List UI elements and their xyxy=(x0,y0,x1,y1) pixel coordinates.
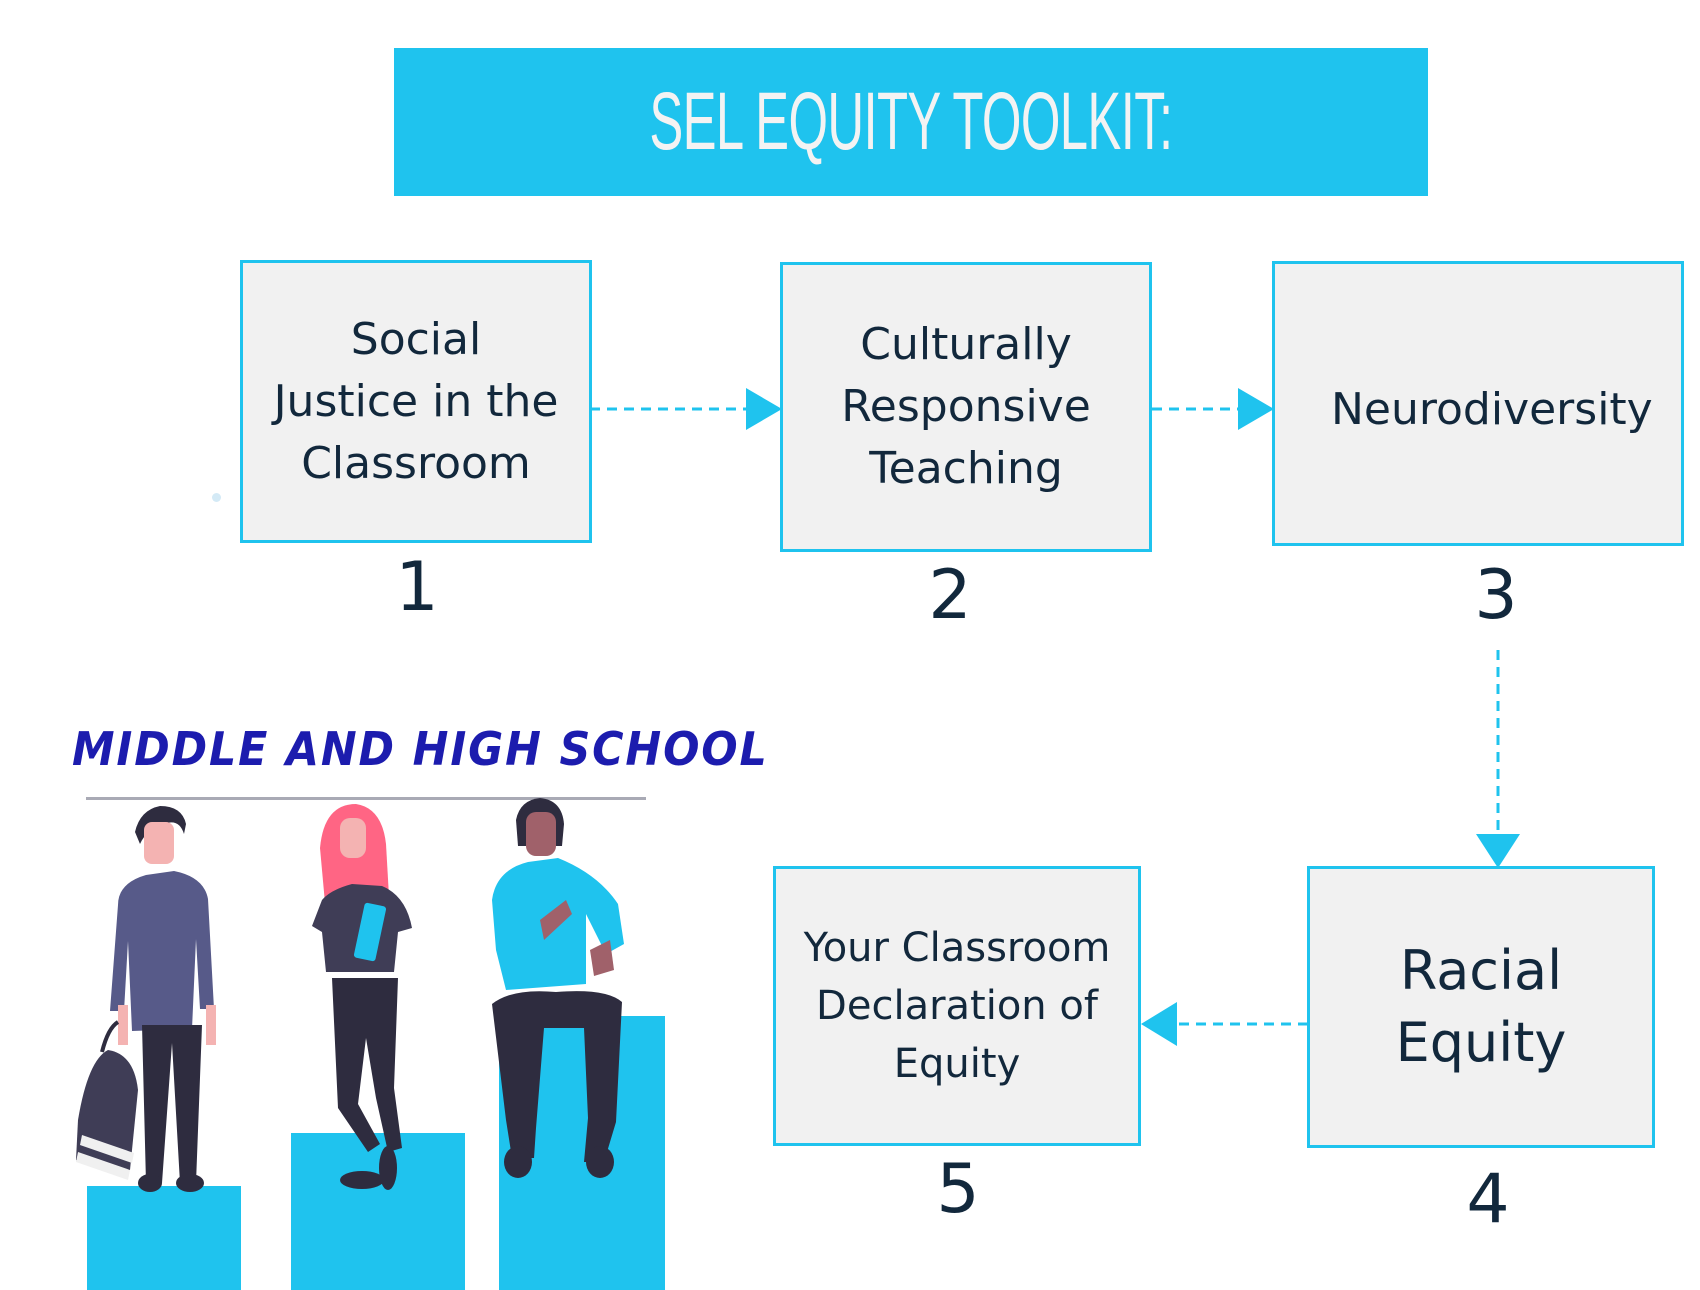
step-label: Social Justice in the Classroom xyxy=(273,313,559,489)
step-label: Neurodiversity xyxy=(1331,384,1653,435)
step-label: Racial Equity xyxy=(1395,939,1567,1074)
arrowhead-right-icon xyxy=(1238,388,1274,430)
step-label: Culturally Responsive Teaching xyxy=(841,319,1091,494)
step-box-culturally-responsive: Culturally Responsive Teaching xyxy=(780,262,1152,552)
podium-block-mid xyxy=(291,1133,465,1290)
step-number: 1 xyxy=(395,548,439,627)
podium-block-low xyxy=(87,1186,241,1290)
step-box-neurodiversity: Neurodiversity xyxy=(1272,261,1684,546)
step-box-social-justice: Social Justice in the Classroom xyxy=(240,260,592,543)
step-number: 2 xyxy=(928,556,972,635)
page-title: SEL EQUITY TOOLKIT: xyxy=(649,76,1173,167)
decorative-dot xyxy=(212,493,221,502)
arrowhead-down-icon xyxy=(1476,834,1520,868)
step-box-classroom-declaration: Your Classroom Declaration of Equity xyxy=(773,866,1141,1146)
section-divider xyxy=(86,797,646,800)
arrowhead-right-icon xyxy=(746,388,782,430)
student-with-bag-figure xyxy=(76,806,216,1192)
arrowhead-left-icon xyxy=(1141,1002,1177,1046)
step-box-racial-equity: Racial Equity xyxy=(1307,866,1655,1148)
section-label: MIDDLE AND HIGH SCHOOL xyxy=(72,722,769,776)
step-number: 5 xyxy=(936,1150,980,1229)
students-podium-illustration xyxy=(76,798,665,1290)
student-sitting-figure xyxy=(492,798,624,1178)
student-with-notebook-figure xyxy=(312,804,412,1190)
step-number: 4 xyxy=(1466,1160,1510,1239)
step-number: 3 xyxy=(1474,556,1518,635)
step-label: Your Classroom Declaration of Equity xyxy=(803,925,1111,1087)
title-banner: SEL EQUITY TOOLKIT: xyxy=(394,48,1428,196)
